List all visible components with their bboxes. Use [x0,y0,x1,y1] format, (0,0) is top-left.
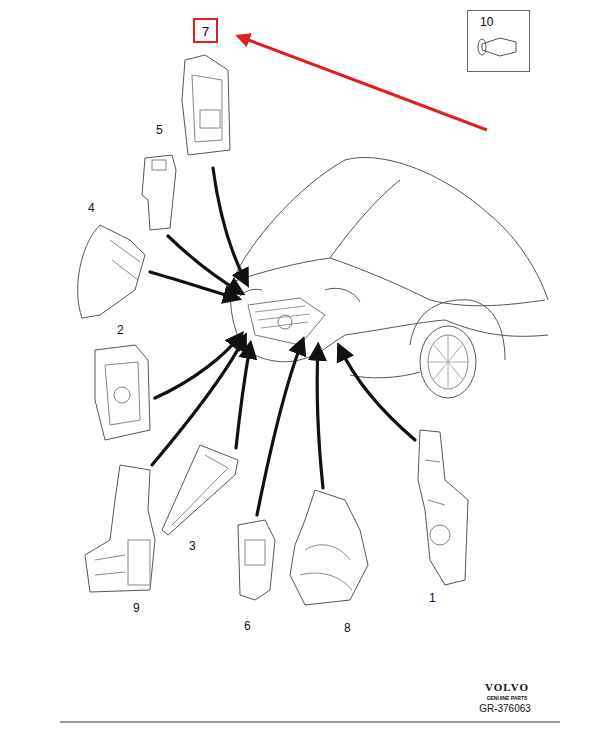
brand-name: VOLVO [485,682,529,693]
callout-number: 3 [189,540,196,552]
callout-number: 8 [344,622,351,634]
callout-number: 6 [244,620,251,632]
callout-number: 1 [429,592,436,604]
highlight-box: 7 [193,18,218,43]
callout-number: 5 [156,124,163,136]
part-box: 10 [467,10,530,72]
figure-code: GR-376063 [479,704,531,714]
brand-subtitle: GENUINE PARTS [487,696,528,701]
callout-number: 10 [480,15,493,29]
callout-number: 7 [202,24,209,39]
callout-number: 9 [133,602,140,614]
callout-number: 2 [117,324,124,336]
callout-number: 4 [88,202,95,214]
